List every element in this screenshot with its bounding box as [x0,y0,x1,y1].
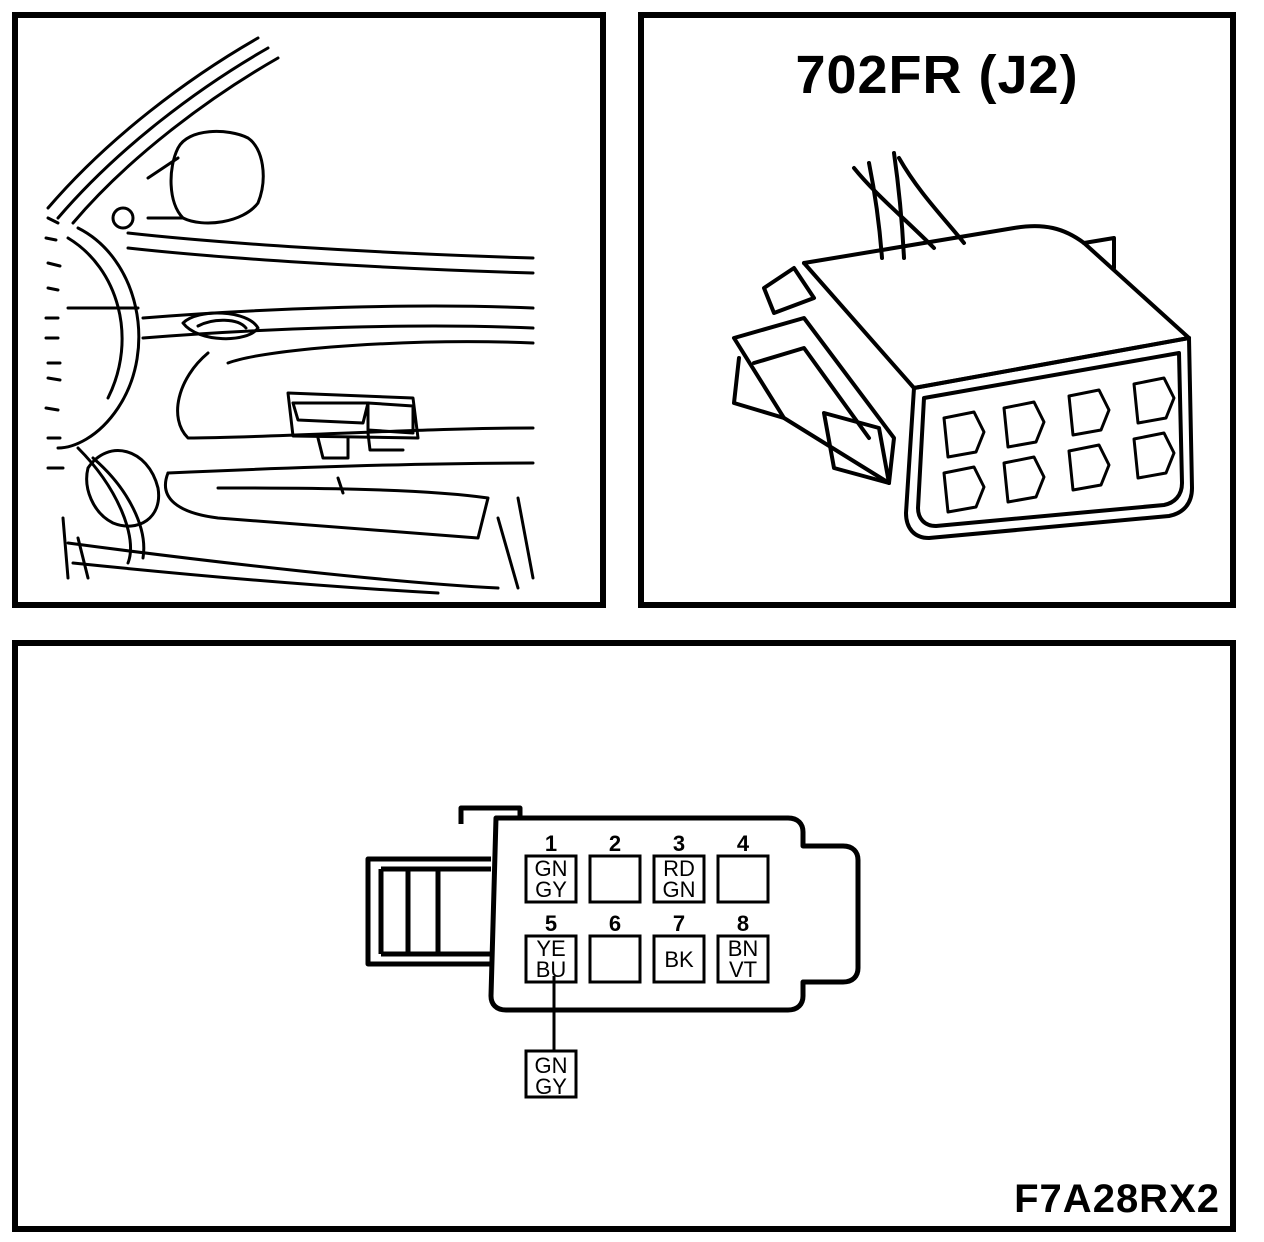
pin-number-7: 7 [673,911,685,936]
pin-cavity-8 [716,934,770,984]
door-illustration [44,36,535,595]
pin-number-2: 2 [609,831,621,856]
pin-cavity-7 [652,934,706,984]
pin-cavity-2 [588,854,642,904]
pin-8-wire-color-2: VT [729,957,757,982]
pin-3-wire-color-1: RD [663,856,695,881]
pin-number-1: 1 [545,831,557,856]
pin-number-8: 8 [737,911,749,936]
pin-number-5: 5 [545,911,557,936]
pin-number-6: 6 [609,911,621,936]
pin-7-wire-color: BK [664,947,694,972]
connector-title: 702FR (J2) [795,45,1079,105]
splice-wire-color-1: GN [535,1053,568,1078]
splice-wire-box [524,1049,578,1099]
connector-panel: 702FR (J2) [638,12,1236,608]
pin-cavity-5 [524,934,578,984]
pin-8-wire-color-1: BN [728,936,759,961]
pin-1-wire-color-2: GY [535,877,567,902]
pin-cavity-1 [524,854,578,904]
door-location-panel [12,12,606,608]
pin-cavity-3 [652,854,706,904]
pin-5-wire-color-1: YE [536,936,565,961]
splice-wire-color-2: GY [535,1074,567,1099]
figure-code: F7A28RX2 [1014,1177,1220,1221]
connector-illustration [732,151,1194,540]
pin-5-wire-color-2: BU [536,957,567,982]
pin-1-wire-color-1: GN [535,856,568,881]
connector-latch [365,856,491,967]
pin-cavity-4 [716,854,770,904]
pin-3-wire-color-2: GN [663,877,696,902]
pin-cavity-6 [588,934,642,984]
connector-body [488,815,861,1013]
pin-number-4: 4 [737,831,750,856]
pin-number-3: 3 [673,831,685,856]
